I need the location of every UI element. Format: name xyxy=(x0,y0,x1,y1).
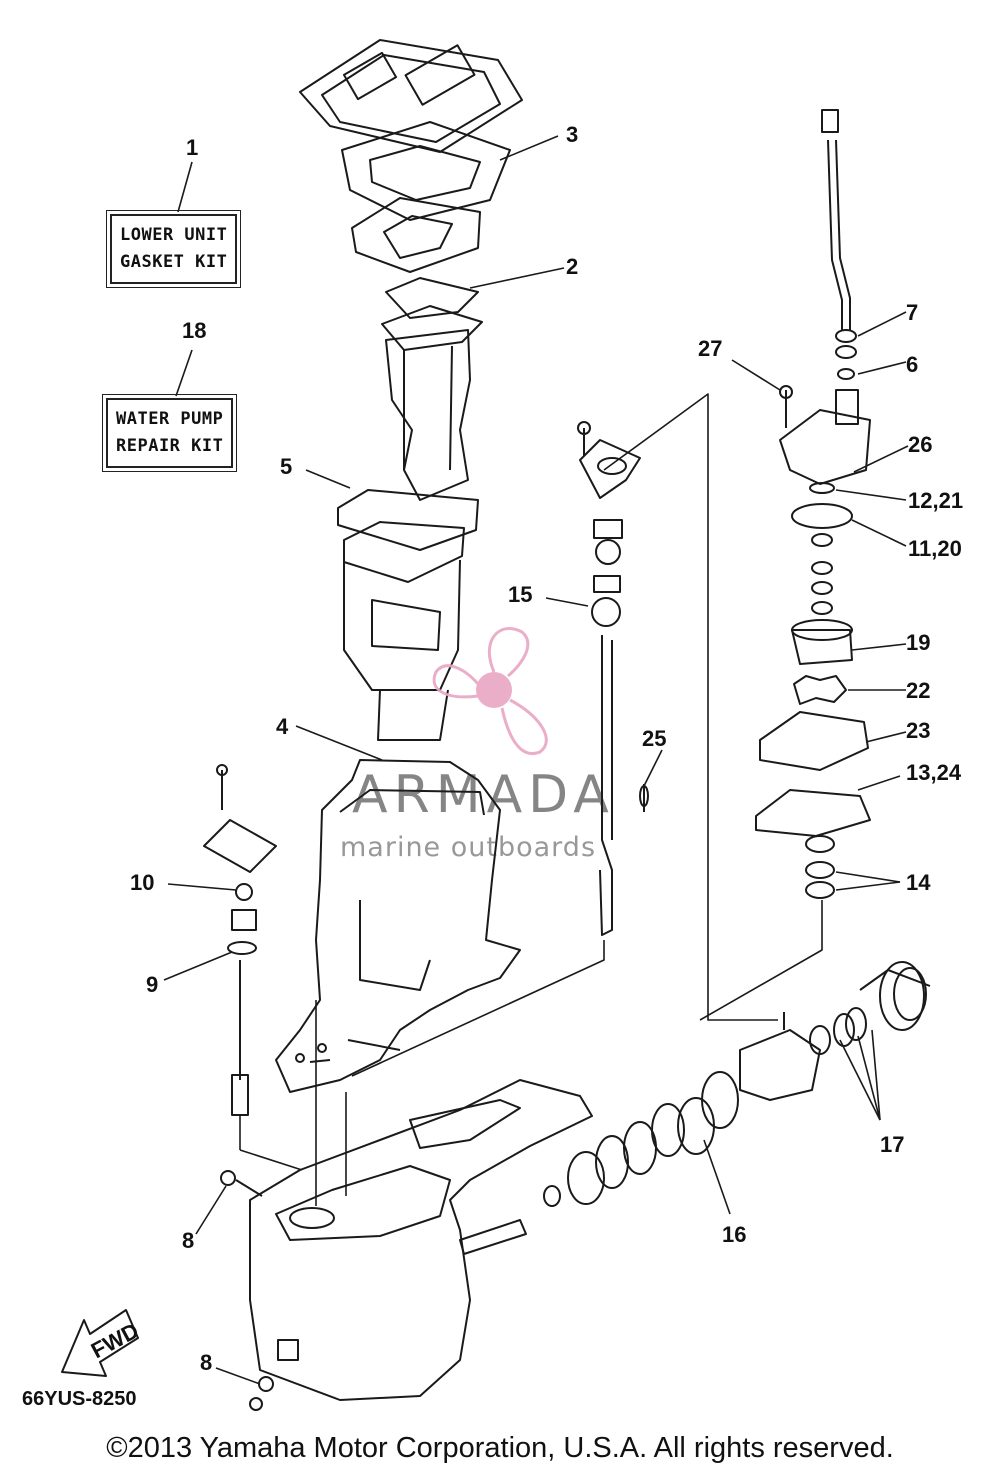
callout-15: 15 xyxy=(508,582,532,607)
callout-6: 6 xyxy=(906,352,918,377)
callout-3: 3 xyxy=(566,122,578,147)
callout-12-21: 12,21 xyxy=(908,488,963,513)
callout-7: 7 xyxy=(906,300,918,325)
callout-19: 19 xyxy=(906,630,930,655)
callout-16: 16 xyxy=(722,1222,746,1247)
callout-26: 26 xyxy=(908,432,932,457)
callout-8-upper: 8 xyxy=(182,1228,194,1253)
leader-lines xyxy=(163,135,909,1385)
fwd-arrow-icon xyxy=(61,1309,139,1377)
shift-rod xyxy=(203,764,277,1116)
drain-bolts xyxy=(220,1170,274,1411)
callout-14: 14 xyxy=(906,870,931,895)
watermark-brand: ARMADA xyxy=(352,765,615,825)
copyright-notice: ©2013 Yamaha Motor Corporation, U.S.A. A… xyxy=(106,1432,894,1464)
callout-17: 17 xyxy=(880,1132,904,1157)
pump-kit-line1: WATER PUMP xyxy=(116,409,224,429)
diagram-code: 66YUS-8250 xyxy=(22,1388,137,1410)
callout-4: 4 xyxy=(276,714,289,739)
gasket-kit-line2: GASKET KIT xyxy=(120,252,228,272)
pump-kit-line2: REPAIR KIT xyxy=(116,436,224,456)
callout-5: 5 xyxy=(280,454,292,479)
callout-27: 27 xyxy=(698,336,722,361)
exhaust-guide xyxy=(337,329,479,741)
propeller-logo-icon xyxy=(432,626,548,756)
connector-lines xyxy=(239,393,823,1206)
drive-shaft xyxy=(577,421,649,936)
callout-1: 1 xyxy=(186,135,198,160)
water-pump-group xyxy=(755,109,871,899)
callout-9: 9 xyxy=(146,972,158,997)
callout-11-20: 11,20 xyxy=(908,536,962,561)
callout-13-24: 13,24 xyxy=(906,760,962,785)
callout-22: 22 xyxy=(906,678,930,703)
callout-25: 25 xyxy=(642,726,666,751)
gear-housing-group xyxy=(459,961,931,1255)
water-pump-kit-box: WATER PUMP REPAIR KIT xyxy=(101,394,238,472)
callout-8-lower: 8 xyxy=(200,1350,212,1375)
gasket-kit-line1: LOWER UNIT xyxy=(120,225,228,245)
fwd-label: FWD xyxy=(87,1318,143,1364)
callout-2: 2 xyxy=(566,254,578,279)
watermark-tagline: marine outboards xyxy=(340,832,597,863)
callout-labels: 1 3 2 18 7 27 6 26 5 12,21 11,20 15 19 2… xyxy=(87,122,963,1375)
lower-casing xyxy=(249,759,593,1401)
gasket-kit-box: LOWER UNIT GASKET KIT xyxy=(105,210,242,288)
callout-18: 18 xyxy=(182,318,206,343)
callout-10: 10 xyxy=(130,870,154,895)
callout-23: 23 xyxy=(906,718,930,743)
upper-casing-stack xyxy=(299,39,523,351)
